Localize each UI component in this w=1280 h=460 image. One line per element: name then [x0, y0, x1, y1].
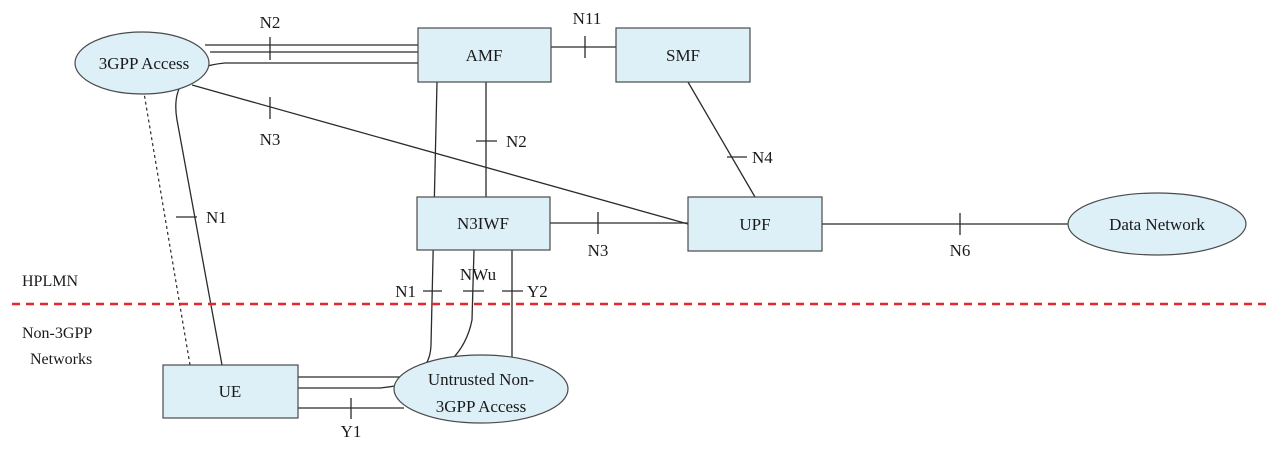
link-3gpp-upf: [191, 84, 689, 225]
node-n3iwf: N3IWF: [416, 196, 551, 251]
link-ue-amf-n1-non3gpp: [298, 81, 438, 378]
region-label-hplmn: HPLMN: [22, 273, 78, 290]
node-smf-label: SMF: [666, 46, 700, 65]
iface-label-n2-top: N2: [260, 13, 281, 32]
node-ue-label: UE: [219, 382, 242, 401]
iface-label-nwu: NWu: [460, 265, 497, 284]
link-smf-upf: [687, 81, 756, 198]
node-data-network: Data Network: [1067, 192, 1247, 256]
link-ue-3gpp-dotted: [143, 92, 191, 366]
node-3gpp-access-label: 3GPP Access: [99, 54, 190, 73]
iface-label-n3-mid: N3: [588, 241, 609, 260]
iface-label-y2: Y2: [527, 282, 548, 301]
node-smf: SMF: [615, 27, 751, 83]
node-3gpp-access: 3GPP Access: [74, 31, 210, 95]
node-amf: AMF: [417, 27, 552, 83]
node-untrusted-label-line1: Untrusted Non-: [428, 370, 535, 389]
region-label-non3gpp-line2: Networks: [30, 351, 92, 368]
iface-label-n2-mid: N2: [506, 132, 527, 151]
iface-label-y1: Y1: [341, 422, 362, 441]
iface-label-n3-left: N3: [260, 130, 281, 149]
node-untrusted-label-line2: 3GPP Access: [436, 397, 527, 416]
node-upf-label: UPF: [739, 215, 770, 234]
iface-label-n11: N11: [573, 9, 602, 28]
iface-label-n6: N6: [950, 241, 971, 260]
node-data-network-label: Data Network: [1109, 215, 1205, 234]
iface-label-n1-left: N1: [206, 208, 227, 227]
iface-label-n4: N4: [752, 148, 773, 167]
region-label-non3gpp-line1: Non-3GPP: [22, 325, 92, 342]
node-untrusted-non3gpp-access: Untrusted Non- 3GPP Access: [393, 354, 569, 424]
node-ue: UE: [162, 364, 299, 419]
node-amf-label: AMF: [466, 46, 503, 65]
node-upf: UPF: [687, 196, 823, 252]
iface-label-n1-bottom: N1: [395, 282, 416, 301]
node-n3iwf-label: N3IWF: [457, 214, 509, 233]
